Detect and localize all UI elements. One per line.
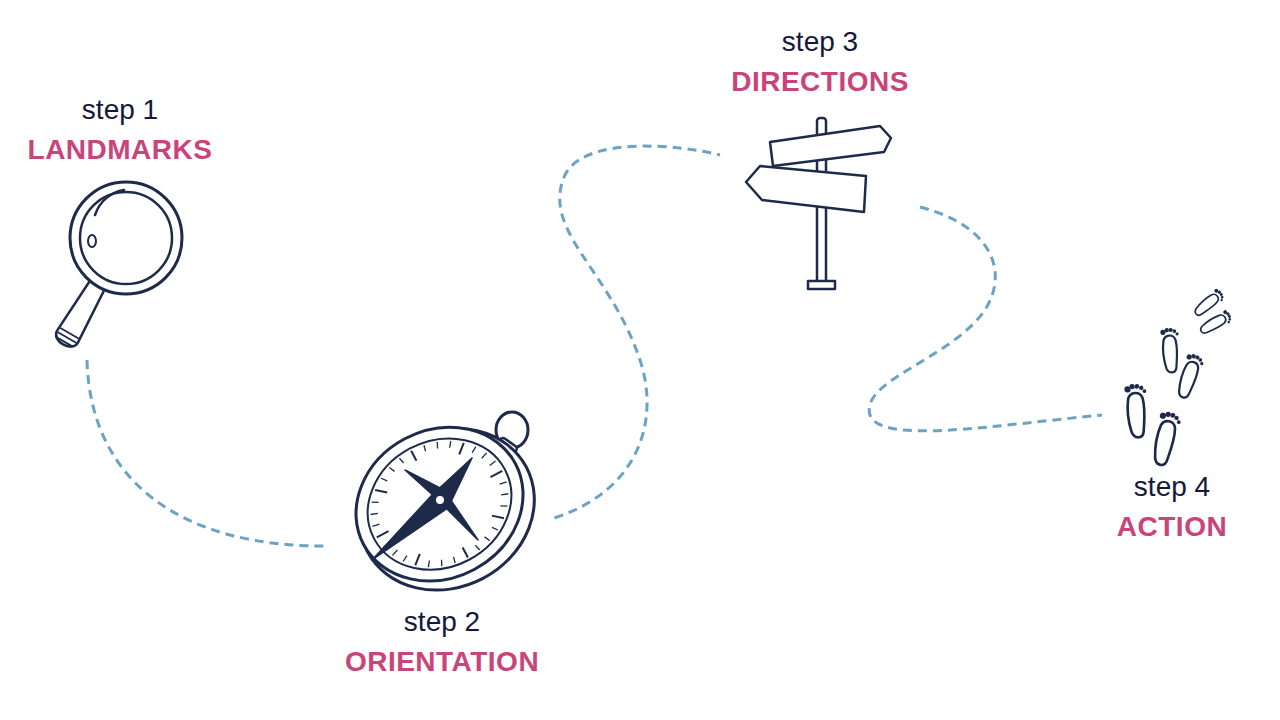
dashed-path [555,146,721,518]
step-title: DIRECTIONS [731,62,909,102]
lens-rim [70,182,182,294]
compass-tick [411,554,423,566]
compass-tick [485,536,490,542]
footprint [1160,327,1181,373]
compass-needle [405,470,444,498]
compass-tick [423,445,427,451]
footprint [1198,309,1234,338]
compass-tick [439,560,444,566]
step-number: step 1 [82,90,158,130]
compass-tick [371,511,378,516]
compass-tick [372,523,379,527]
step-number: step 2 [404,602,480,642]
compass-tick [426,560,432,567]
compass-tick [501,492,508,497]
compass-tick [402,556,409,562]
compass-tick [391,550,398,555]
compass-tick [411,451,416,461]
step-title: ACTION [1117,507,1227,547]
compass-tick [435,442,440,448]
compass-case [329,398,550,609]
footprint [1150,410,1183,467]
compass-tick [490,471,502,477]
lens-glare [95,190,124,215]
signpost-arrow-right [770,126,891,166]
compass-needle [372,495,448,560]
compass-tick [455,443,467,455]
compass-face [345,414,535,595]
compass-tick [463,548,468,558]
step-number: step 4 [1134,467,1210,507]
step-node: step 2ORIENTATION [330,405,555,682]
dashed-path [87,360,330,546]
signpost-base [808,281,835,289]
compass-tick [377,531,389,537]
compass-icon [329,395,563,621]
compass-tick [389,466,394,472]
signpost-icon [746,118,891,289]
step-node: step 1LANDMARKS [15,90,225,360]
magnifier-icon [53,182,182,350]
compass-tick [475,545,479,551]
compass-tick [492,511,504,523]
compass-tick [447,441,453,448]
step-title: ORIENTATION [345,642,539,682]
compass-tick [500,481,507,485]
compass-tick [492,525,498,532]
step-title: LANDMARKS [28,130,213,170]
footprint [1124,383,1150,438]
step-node: step 3DIRECTIONS [720,22,920,295]
compass-tick [481,453,488,458]
handle-grip [56,328,78,347]
step-node: step 4ACTION [1102,285,1242,547]
step-number: step 3 [782,22,858,62]
lens-glare-dot [88,235,96,247]
lens [80,192,172,284]
footsteps-icon [1124,287,1234,467]
footprint [1174,352,1205,400]
compass-tick [452,557,456,563]
compass-tick [470,447,477,453]
compass-tick [375,486,387,498]
compass-needle [436,490,478,540]
compass-ticks [348,417,530,591]
compass-pivot [435,495,445,505]
dashed-path [869,207,1102,431]
compass-tick [399,458,403,464]
signpost-arrow-left [746,166,866,212]
compass-tick [381,476,387,483]
compass-tick [372,499,379,505]
compass-tick [500,503,507,509]
compass-tick [489,461,496,465]
